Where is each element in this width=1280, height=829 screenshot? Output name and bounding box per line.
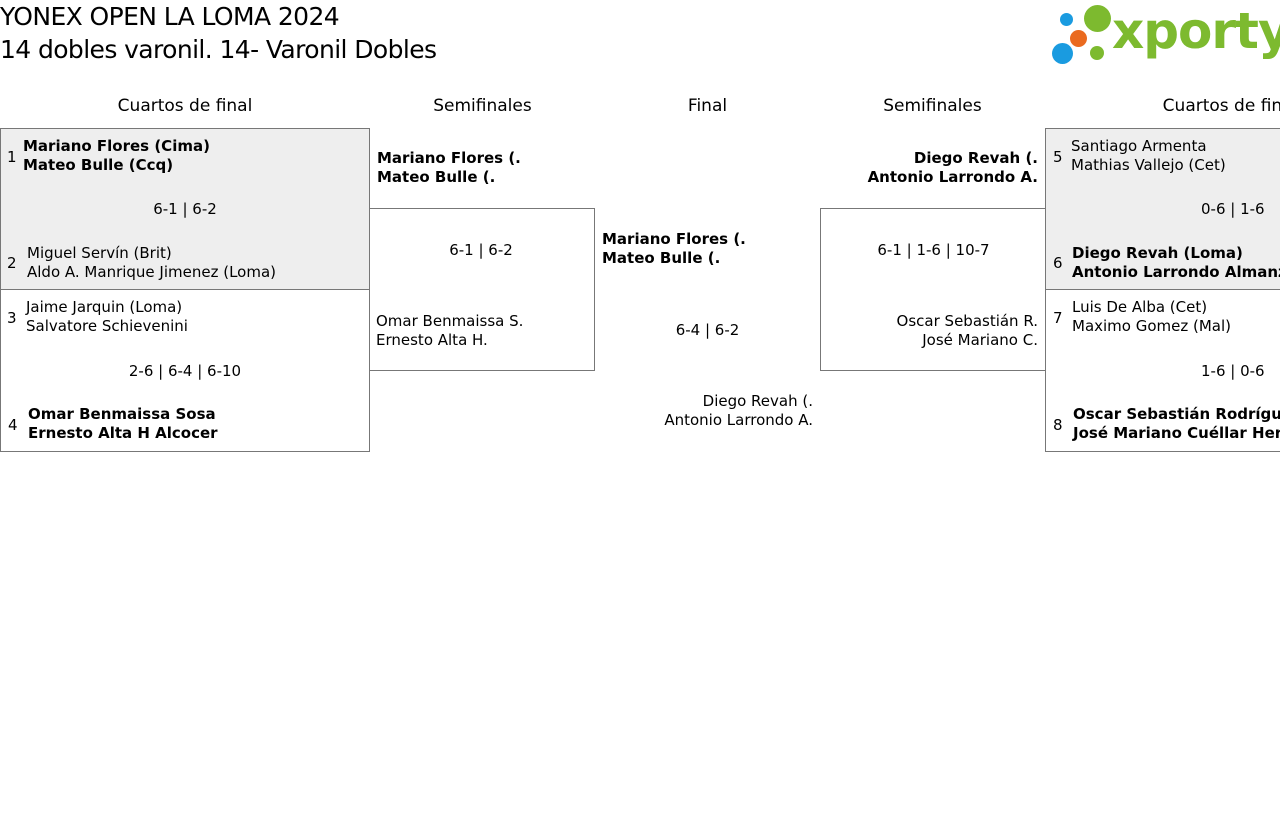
round-header-final: Final xyxy=(687,96,728,116)
team-player-1: Omar Benmaissa S. xyxy=(376,312,524,330)
seed-number: 5 xyxy=(1053,148,1063,166)
left-sf-bottom-team: Omar Benmaissa S. Ernesto Alta H. xyxy=(376,312,523,350)
logo-dot-blue-large-icon xyxy=(1052,43,1073,64)
xporty-logo[interactable]: xporty xyxy=(1050,2,1280,68)
match-score: 6-1 | 6-2 xyxy=(449,241,513,259)
tournament-title: YONEX OPEN LA LOMA 2024 xyxy=(0,2,340,31)
team-player-1: Santiago Armenta xyxy=(1071,137,1207,155)
team-player-1: Luis De Alba (Cet) xyxy=(1072,298,1208,316)
seed-number: 1 xyxy=(7,148,17,166)
final-score: 6-4 | 6-2 xyxy=(675,321,740,339)
round-header-right-sf: Semifinales xyxy=(883,96,982,116)
team-player-2: Mathias Vallejo (Cet) xyxy=(1071,156,1226,174)
seed-number: 6 xyxy=(1053,254,1063,272)
category-title: 14 dobles varonil. 14- Varonil Dobles xyxy=(0,35,437,64)
match-left-qf-2[interactable]: 3 Jaime Jarquin (Loma) Salvatore Schieve… xyxy=(0,289,370,452)
team-player-1: Diego Revah (. xyxy=(913,149,1038,167)
team-player-2: Ernesto Alta H Alcocer xyxy=(28,424,218,442)
team-player-2: Antonio Larrondo Almanza xyxy=(1072,263,1280,281)
team-player-1: Oscar Sebastián R. xyxy=(896,312,1038,330)
team-player-1: Omar Benmaissa Sosa xyxy=(28,405,216,423)
team-player-2: Mateo Bulle (. xyxy=(377,168,496,186)
round-header-left-qf: Cuartos de final xyxy=(117,96,253,116)
team-player-1: Mariano Flores (. xyxy=(602,230,746,248)
team-player-1: Oscar Sebastián Rodríguez xyxy=(1073,405,1280,423)
seed-number: 4 xyxy=(8,416,18,434)
final-top-team[interactable]: Mariano Flores (. Mateo Bulle (. xyxy=(602,230,746,268)
team-player-2: Ernesto Alta H. xyxy=(376,331,488,349)
seed-number: 7 xyxy=(1053,309,1063,327)
team-player-2: Mateo Bulle (Ccq) xyxy=(23,156,174,174)
match-right-sf[interactable]: 6-1 | 1-6 | 10-7 Oscar Sebastián R. José… xyxy=(820,208,1046,371)
right-sf-top-team[interactable]: Diego Revah (. Antonio Larrondo A. xyxy=(825,149,1038,187)
team-player-2: José Mariano Cuéllar Hernández xyxy=(1073,424,1280,442)
team-player-1: Mariano Flores (Cima) xyxy=(23,137,210,155)
match-right-qf-1[interactable]: 5 Santiago Armenta Mathias Vallejo (Cet)… xyxy=(1045,128,1280,290)
logo-text: xporty xyxy=(1112,2,1280,60)
team-player-2: Antonio Larrondo A. xyxy=(664,411,813,429)
match-score: 0-6 | 1-6 xyxy=(1201,200,1265,218)
team-player-2: José Mariano C. xyxy=(922,331,1038,349)
team-player-1: Diego Revah (. xyxy=(702,392,813,410)
logo-dot-green-small-icon xyxy=(1090,46,1104,60)
team-player-1: Jaime Jarquin (Loma) xyxy=(26,298,183,316)
match-left-sf[interactable]: 6-1 | 6-2 Omar Benmaissa S. Ernesto Alta… xyxy=(369,208,595,371)
logo-dot-green-icon xyxy=(1084,5,1111,32)
match-score: 6-1 | 1-6 | 10-7 xyxy=(877,241,990,259)
team-player-2: Mateo Bulle (. xyxy=(602,249,721,267)
seed-number: 8 xyxy=(1053,416,1063,434)
team-player-1: Diego Revah (Loma) xyxy=(1072,244,1243,262)
left-sf-top-team[interactable]: Mariano Flores (. Mateo Bulle (. xyxy=(377,149,521,187)
round-header-left-sf: Semifinales xyxy=(433,96,532,116)
match-score: 2-6 | 6-4 | 6-10 xyxy=(128,362,242,380)
logo-dot-blue-icon xyxy=(1060,13,1073,26)
seed-number: 3 xyxy=(7,309,17,327)
round-header-right-qf: Cuartos de final xyxy=(1162,96,1280,116)
final-bottom-team[interactable]: Diego Revah (. Antonio Larrondo A. xyxy=(600,392,813,430)
team-player-2: Maximo Gomez (Mal) xyxy=(1072,317,1232,335)
team-player-1: Miguel Servín (Brit) xyxy=(27,244,172,262)
team-player-2: Antonio Larrondo A. xyxy=(867,168,1038,186)
match-score: 6-1 | 6-2 xyxy=(153,200,217,218)
logo-dot-orange-icon xyxy=(1070,30,1087,47)
match-left-qf-1[interactable]: 1 Mariano Flores (Cima) Mateo Bulle (Ccq… xyxy=(0,128,370,290)
match-right-qf-2[interactable]: 7 Luis De Alba (Cet) Maximo Gomez (Mal) … xyxy=(1045,289,1280,452)
team-player-2: Salvatore Schievenini xyxy=(26,317,188,335)
team-player-1: Mariano Flores (. xyxy=(377,149,521,167)
match-score: 1-6 | 0-6 xyxy=(1201,362,1265,380)
right-sf-bottom-team: Oscar Sebastián R. José Mariano C. xyxy=(826,312,1038,350)
team-player-2: Aldo A. Manrique Jimenez (Loma) xyxy=(27,263,277,281)
seed-number: 2 xyxy=(7,254,17,272)
